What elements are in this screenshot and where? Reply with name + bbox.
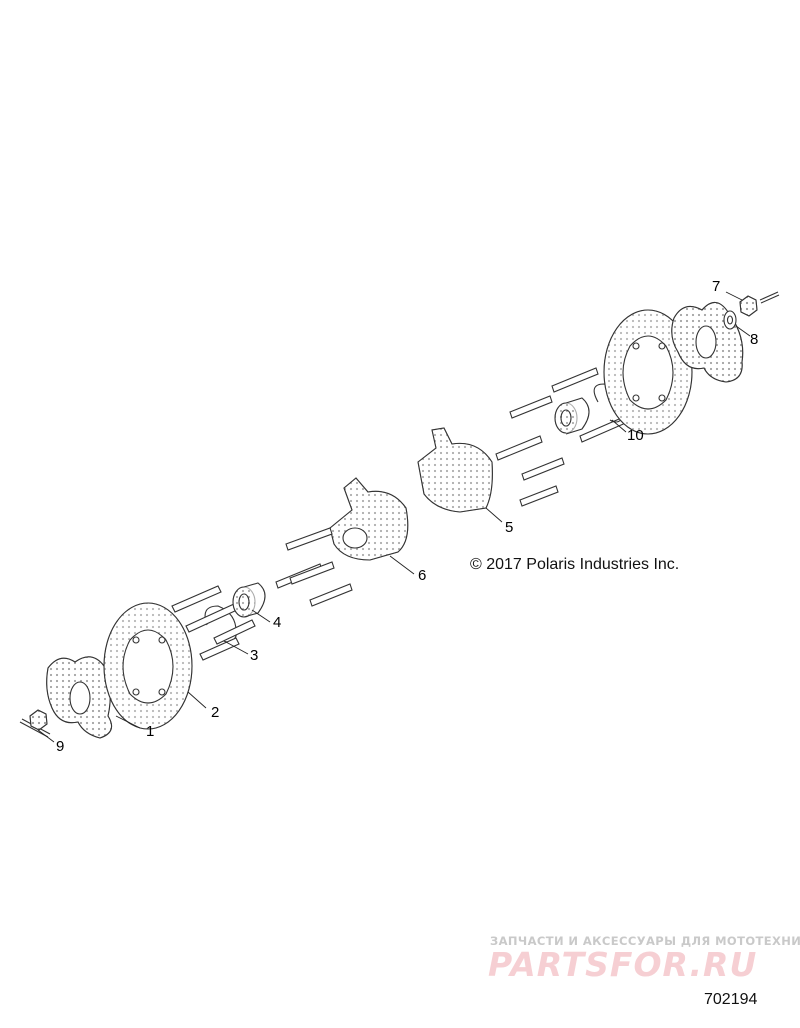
diagram-number: 702194 (704, 991, 758, 1008)
bearing-right (554, 397, 590, 435)
callout-7: 7 (712, 278, 721, 295)
washer-right (723, 310, 737, 330)
hub-left (46, 656, 113, 739)
callout-10: 10 (627, 427, 644, 444)
castle-nut-left (29, 709, 48, 731)
bearing-left (232, 582, 266, 618)
watermark-tagline: ЗАПЧАСТИ И АКСЕССУАРЫ ДЛЯ МОТОТЕХНИКИ (490, 934, 800, 948)
callout-5: 5 (505, 519, 514, 536)
knuckle-left (329, 477, 409, 561)
callout-3: 3 (250, 647, 259, 664)
copyright-notice: © 2017 Polaris Industries Inc. (470, 556, 680, 573)
brake-disc-left (103, 602, 193, 730)
callout-9: 9 (56, 738, 65, 755)
bolts-left (171, 585, 256, 661)
castle-nut-right (739, 295, 758, 317)
callout-4: 4 (273, 614, 282, 631)
callout-8: 8 (750, 331, 759, 348)
bolts-knuckle (275, 527, 353, 607)
callout-6: 6 (418, 567, 427, 584)
callout-2: 2 (211, 704, 220, 721)
watermark-logo: PARTSFOR.RU (488, 945, 758, 984)
cotter-pin-right (759, 291, 780, 304)
brake-disc-right (603, 309, 693, 435)
callout-1: 1 (146, 723, 155, 740)
knuckle-right (417, 427, 493, 513)
leader-lines (37, 291, 751, 743)
